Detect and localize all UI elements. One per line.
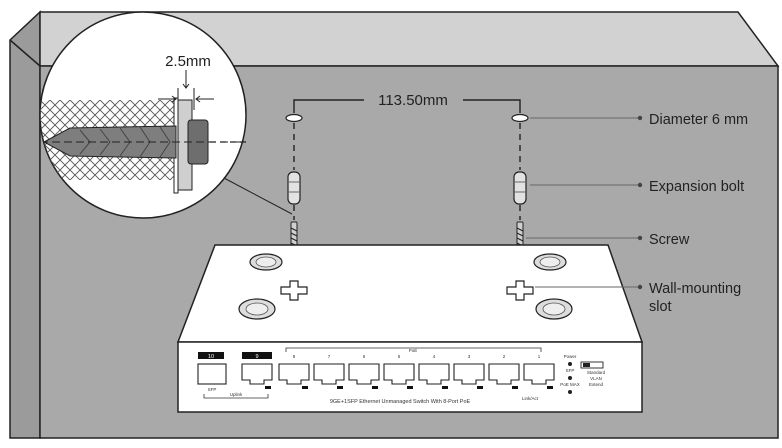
port-led — [302, 386, 308, 389]
switch-device: 10 9 PoE SFP Uplink 8 7 6 5 4 3 2 1 9GE+1SFP Et… — [176, 244, 644, 413]
wall-mounting-slot-left — [280, 280, 308, 301]
poe-port — [313, 363, 345, 385]
poe-port — [523, 363, 555, 385]
poe-port-number: 7 — [328, 354, 331, 359]
hole-spacing-dimension: 113.50mm — [293, 92, 521, 113]
dip-label-vlan: VLAN — [590, 376, 602, 381]
wall-gap-label: 2.5mm — [165, 53, 211, 70]
zoom-leader — [223, 177, 293, 215]
sfp-port-number: 10 — [208, 354, 214, 360]
callout-diameter-label: Diameter 6 mm — [649, 112, 748, 128]
port-led — [407, 386, 413, 389]
callout-screw: Screw — [526, 232, 690, 248]
poe-port — [488, 363, 520, 385]
poe-port — [278, 363, 310, 385]
link-act-label: Link/Act — [522, 396, 539, 401]
sfp-led-label: SFP — [566, 368, 575, 373]
port-led — [547, 386, 553, 389]
port-led — [442, 386, 448, 389]
hole-spacing-label: 113.50mm — [378, 92, 448, 109]
sfp-port — [197, 363, 227, 385]
poe-port — [418, 363, 450, 385]
wall-mounting-slot-right — [506, 280, 534, 301]
callout-screw-label: Screw — [649, 232, 690, 248]
port-led — [337, 386, 343, 389]
power-led-label: Power — [564, 354, 577, 359]
poe-port-number: 1 — [538, 354, 541, 359]
poe-label: PoE — [409, 348, 418, 353]
poe-port-number: 6 — [363, 354, 366, 359]
poe-port-number: 8 — [293, 354, 296, 359]
port-led — [477, 386, 483, 389]
poe-port-number: 3 — [468, 354, 471, 359]
sfp-led — [568, 376, 572, 380]
poe-port-number: 4 — [433, 354, 436, 359]
poe-port — [348, 363, 380, 385]
dip-label-extend: Extend — [589, 382, 604, 387]
ethernet-ports: 8 7 6 5 4 3 2 1 — [241, 354, 555, 389]
poe-max-led-label: PoE MAX — [560, 382, 580, 387]
callout-slot-label-line2: slot — [649, 299, 672, 315]
expansion-bolt-left — [287, 171, 301, 205]
power-led — [568, 362, 572, 366]
wall-hole-right — [511, 113, 529, 123]
poe-port — [453, 363, 485, 385]
port-led — [265, 386, 271, 389]
callout-expansion-bolt-label: Expansion bolt — [649, 179, 744, 195]
uplink-port — [241, 363, 273, 385]
sfp-label: SFP — [208, 387, 217, 392]
callout-diameter: Diameter 6 mm — [530, 112, 748, 128]
port-led — [372, 386, 378, 389]
poe-max-led — [568, 390, 572, 394]
wall-hole-left — [285, 113, 303, 123]
callout-wall-mounting-slot: Wall-mounting slot — [535, 281, 741, 315]
front-caption: 9GE+1SFP Ethernet Unmanaged Switch With … — [330, 399, 471, 405]
poe-port-number: 5 — [398, 354, 401, 359]
uplink-port-number: 9 — [255, 354, 258, 360]
dip-label-standard: Standard — [587, 370, 606, 375]
dip-switch — [580, 361, 604, 369]
wall-holes — [285, 113, 529, 123]
expansion-bolt-right — [513, 171, 527, 205]
callout-slot-label-line1: Wall-mounting — [649, 281, 741, 297]
detail-zoom-circle: 2.5mm — [39, 11, 293, 219]
poe-port-number: 2 — [503, 354, 506, 359]
uplink-label: Uplink — [230, 392, 243, 397]
callout-expansion-bolt: Expansion bolt — [530, 179, 744, 195]
poe-port — [383, 363, 415, 385]
port-led — [512, 386, 518, 389]
